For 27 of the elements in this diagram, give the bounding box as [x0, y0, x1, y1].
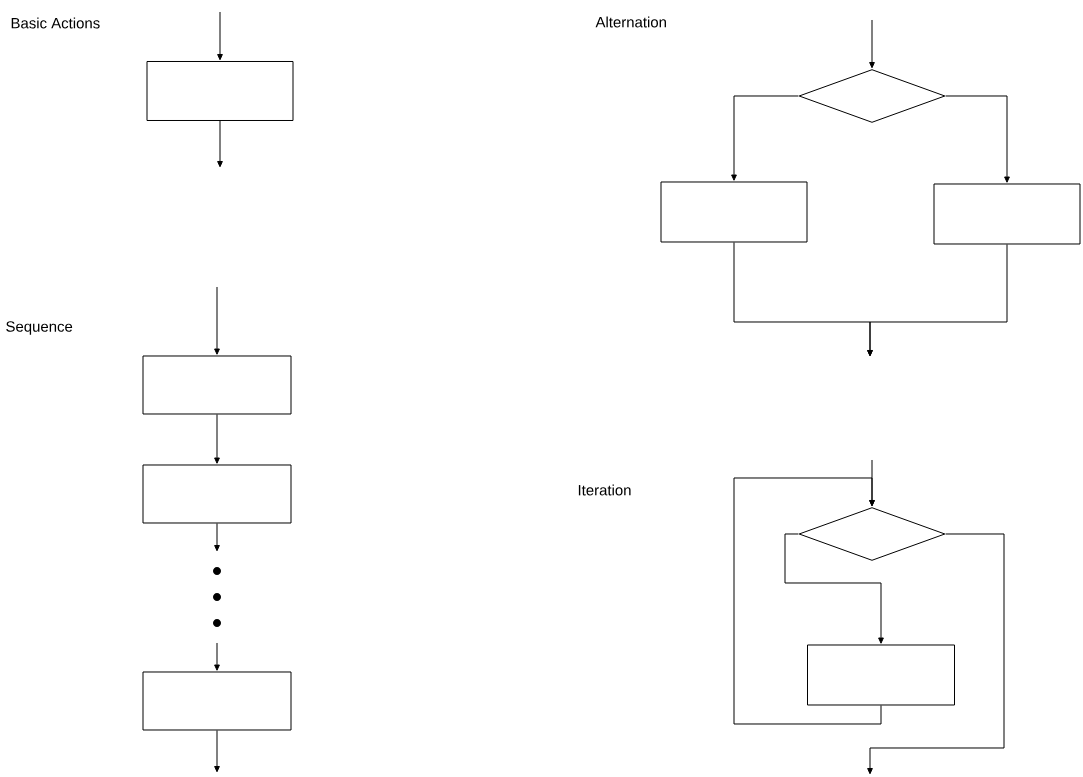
section-heading: Basic Actions: [11, 17, 100, 29]
arrow: [733, 477, 882, 725]
arrow: [214, 414, 220, 464]
arrow: [945, 95, 1010, 183]
arrow: [214, 286, 220, 355]
process-box: [807, 644, 955, 706]
arrow: [867, 533, 1005, 775]
arrow: [731, 95, 799, 181]
arrow: [867, 244, 1008, 357]
process-box: [146, 61, 294, 121]
decision-diamond: [798, 69, 946, 123]
process-box: [142, 355, 292, 415]
process-box: [142, 671, 292, 731]
section-heading: Alternation: [595, 16, 666, 28]
arrow: [214, 523, 220, 552]
arrow: [869, 19, 875, 69]
arrow: [217, 11, 223, 61]
section-heading: Sequence: [6, 321, 73, 335]
process-box: [660, 181, 808, 243]
arrow: [214, 642, 220, 671]
decision-diamond: [798, 507, 946, 561]
process-box: [933, 183, 1081, 245]
arrow: [214, 730, 220, 773]
arrow: [784, 533, 884, 644]
process-box: [142, 464, 292, 524]
arrow: [217, 120, 223, 168]
section-heading: Iteration: [578, 484, 631, 496]
